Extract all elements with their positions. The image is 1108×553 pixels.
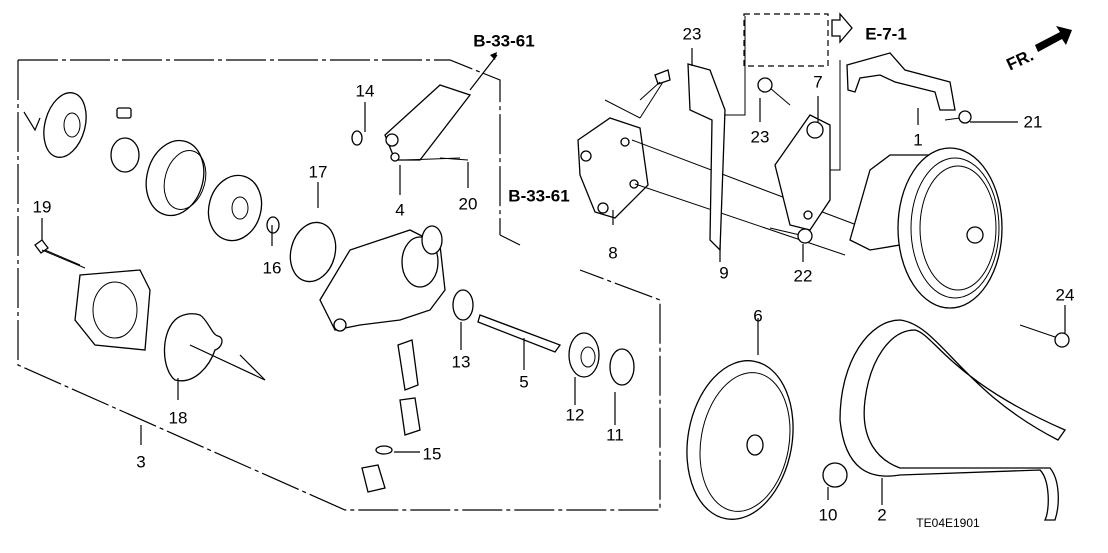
callout-7: 7 bbox=[813, 72, 823, 92]
callout-23-mid: 23 bbox=[750, 127, 770, 147]
ref-label-b3361-middle: B-33-61 bbox=[508, 186, 570, 206]
callout-4: 4 bbox=[395, 200, 405, 220]
callout-24: 24 bbox=[1055, 285, 1075, 305]
bolts bbox=[41, 77, 1070, 348]
callout-17: 17 bbox=[308, 162, 328, 182]
pump-bracket bbox=[577, 69, 871, 256]
stay-plate bbox=[687, 16, 746, 252]
pump-body bbox=[319, 225, 446, 332]
ref-label-e71: E-7-1 bbox=[865, 24, 907, 44]
callout-18: 18 bbox=[168, 408, 188, 428]
callout-19: 19 bbox=[32, 197, 52, 217]
callout-2: 2 bbox=[877, 505, 887, 525]
pump-stay bbox=[846, 52, 956, 111]
callout-3: 3 bbox=[136, 452, 146, 472]
pump-internal-parts bbox=[23, 92, 337, 382]
drive-belt bbox=[839, 319, 1066, 521]
callout-10: 10 bbox=[818, 505, 838, 525]
callout-15: 15 bbox=[422, 444, 442, 464]
suction-joint bbox=[351, 52, 498, 162]
callout-23-top: 23 bbox=[682, 24, 702, 44]
valve-parts bbox=[361, 289, 635, 493]
e71-detail-box bbox=[743, 13, 829, 67]
callout-21: 21 bbox=[1023, 112, 1043, 132]
leader-lines bbox=[41, 48, 1066, 505]
callout-22: 22 bbox=[793, 266, 813, 286]
bracket-stay bbox=[774, 60, 841, 231]
pulley-nut bbox=[822, 462, 848, 488]
callout-6: 6 bbox=[753, 306, 763, 326]
callout-9: 9 bbox=[719, 263, 729, 283]
power-steering-pump bbox=[849, 147, 1003, 309]
callout-14: 14 bbox=[355, 81, 375, 101]
callout-12: 12 bbox=[565, 405, 585, 425]
pulley bbox=[686, 360, 794, 520]
callout-8: 8 bbox=[608, 243, 618, 263]
callout-20: 20 bbox=[458, 194, 478, 214]
callout-16: 16 bbox=[262, 258, 282, 278]
diagram-code: TE04E1901 bbox=[916, 516, 980, 530]
ref-label-b3361-upper: B-33-61 bbox=[473, 31, 535, 51]
callout-13: 13 bbox=[451, 352, 471, 372]
callout-1: 1 bbox=[913, 130, 923, 150]
kit-boundary bbox=[17, 59, 661, 511]
callout-11: 11 bbox=[606, 425, 624, 445]
callout-5: 5 bbox=[519, 372, 529, 392]
e71-arrow-icon bbox=[831, 12, 853, 44]
front-arrow-icon bbox=[1035, 26, 1072, 52]
